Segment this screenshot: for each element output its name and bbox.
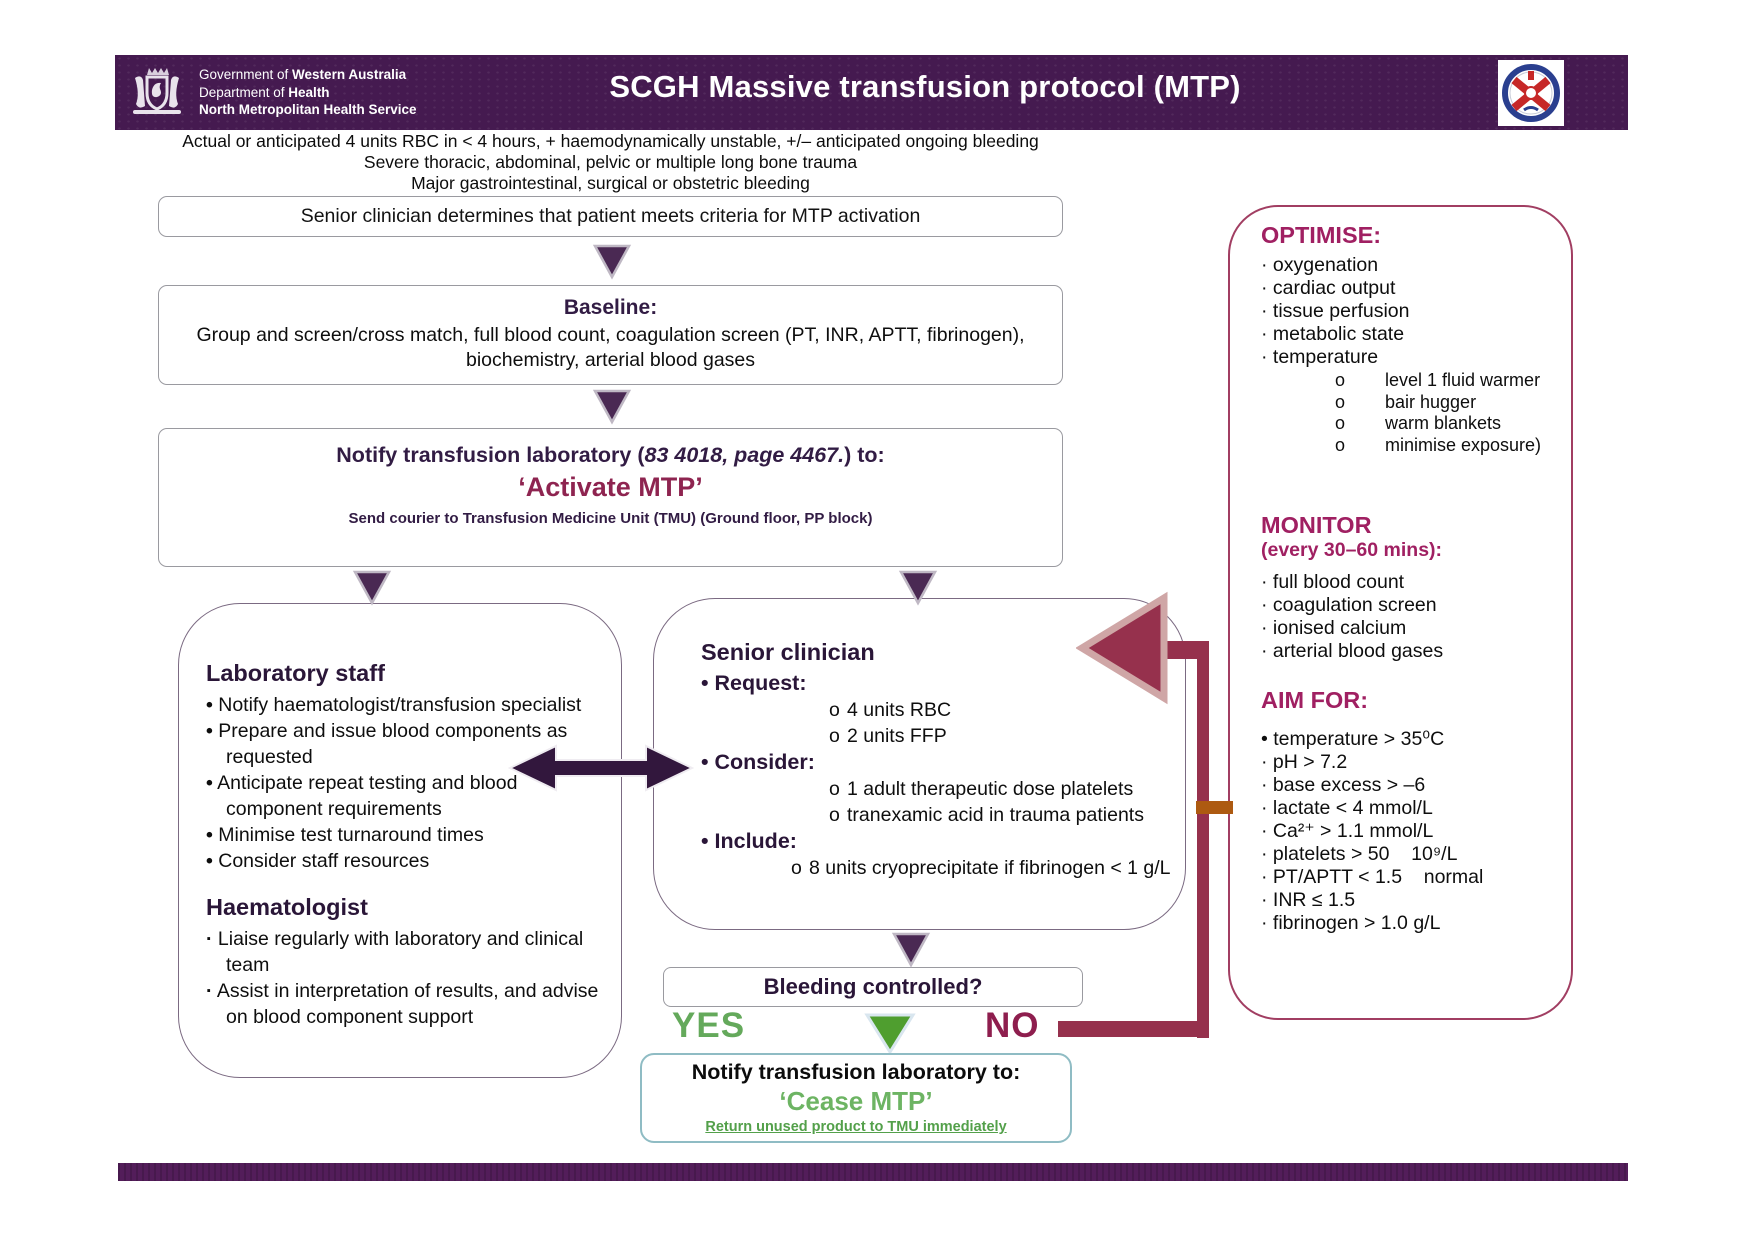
list-item: • temperature > 35⁰C [1261, 728, 1445, 750]
list-item: · oxygenation [1261, 254, 1379, 276]
list-item: · Liaise regularly with laboratory and c… [206, 928, 584, 976]
footer-bar [118, 1163, 1628, 1181]
return-product-text: Return unused product to TMU immediately [705, 1119, 1007, 1135]
feedback-line-tick [1196, 801, 1233, 814]
double-arrow-icon [508, 742, 694, 794]
step-activation-text: Senior clinician determines that patient… [300, 205, 921, 227]
targets-panel: OPTIMISE: · oxygenation · cardiac output… [1228, 205, 1573, 1020]
optimise-list: · oxygenation · cardiac output · tissue … [1261, 254, 1561, 369]
feedback-line-vertical [1197, 650, 1209, 1038]
consider-label: • Consider: [701, 750, 815, 774]
criteria-line: Severe thoracic, abdominal, pelvic or mu… [363, 152, 858, 172]
feedback-line-horizontal [1058, 1021, 1209, 1037]
bleeding-controlled-text: Bleeding controlled? [763, 974, 983, 999]
list-item: · arterial blood gases [1261, 640, 1444, 662]
list-item: • Prepare and issue blood components as … [206, 720, 568, 768]
haematologist-list: · Liaise regularly with laboratory and c… [206, 926, 601, 1030]
gov-line-3: North Metropolitan Health Service [199, 102, 417, 117]
optimise-title: OPTIMISE: [1261, 222, 1382, 248]
feedback-arrow-shaft [1160, 641, 1209, 659]
list-item: · temperature [1261, 346, 1379, 368]
monitor-title: MONITOR [1261, 512, 1372, 538]
activate-mtp-text: ‘Activate MTP’ [518, 472, 703, 502]
list-item: · metabolic state [1261, 323, 1405, 345]
list-item: · pH > 7.2 [1261, 751, 1348, 773]
no-label: NO [985, 1006, 1040, 1045]
list-item: · ionised calcium [1261, 617, 1407, 639]
request-label: • Request: [701, 671, 807, 695]
page-title: SCGH Massive transfusion protocol (MTP) [609, 69, 1241, 104]
aim-for-title: AIM FOR: [1261, 687, 1369, 713]
cease-mtp-box: Notify transfusion laboratory to: ‘Cease… [640, 1053, 1072, 1143]
step-activation-decision-box: Senior clinician determines that patient… [158, 196, 1063, 237]
flow-down-arrow-icon [592, 388, 632, 426]
wa-coat-of-arms-icon [125, 60, 189, 124]
include-label: • Include: [701, 829, 797, 853]
monitor-list: · full blood count · coagulation screen … [1261, 571, 1561, 663]
flow-down-arrow-icon [898, 569, 938, 607]
notify-lab-line: Notify transfusion laboratory (83 4018, … [336, 443, 885, 467]
gov-line-1: Government of Western Australia [199, 67, 407, 82]
haematologist-title: Haematologist [206, 894, 368, 920]
criteria-line: Actual or anticipated 4 units RBC in < 4… [182, 131, 1039, 151]
list-item: · cardiac output [1261, 277, 1396, 299]
header-bar: Government of Western Australia Departme… [115, 55, 1628, 130]
list-item: · fibrinogen > 1.0 g/L [1261, 912, 1441, 934]
flow-down-arrow-icon [592, 243, 632, 281]
feedback-arrow-icon [1076, 590, 1170, 706]
list-item: · PT/APTT < 1.5 normal [1261, 866, 1484, 888]
bleeding-controlled-box: Bleeding controlled? [663, 967, 1083, 1007]
baseline-body: Group and screen/cross match, full blood… [196, 324, 1025, 371]
list-item: · Ca²⁺ > 1.1 mmol/L [1261, 820, 1434, 842]
list-item: · full blood count [1261, 571, 1405, 593]
list-item: • Minimise test turnaround times [206, 824, 484, 846]
criteria-line: Major gastrointestinal, surgical or obst… [411, 173, 810, 193]
baseline-box: Baseline: Group and screen/cross match, … [158, 285, 1063, 385]
list-item: • Consider staff resources [206, 850, 430, 872]
flow-down-arrow-icon [352, 569, 392, 607]
list-item: · tissue perfusion [1261, 300, 1410, 322]
send-courier-text: Send courier to Transfusion Medicine Uni… [348, 510, 873, 527]
laboratory-staff-title: Laboratory staff [206, 660, 385, 686]
flow-down-arrow-icon [891, 931, 931, 969]
activation-criteria: Actual or anticipated 4 units RBC in < 4… [158, 131, 1063, 194]
government-identity: Government of Western Australia Departme… [199, 66, 417, 119]
senior-clinician-title: Senior clinician [701, 639, 875, 665]
yes-down-arrow-icon [864, 1012, 916, 1056]
list-item: · Assist in interpretation of results, a… [206, 980, 599, 1028]
list-item: • Notify haematologist/transfusion speci… [206, 694, 582, 716]
monitor-subtitle: (every 30–60 mins): [1261, 539, 1443, 561]
lab-phone-number: 83 4018, page 4467. [644, 443, 845, 467]
list-item: · INR ≤ 1.5 [1261, 889, 1356, 911]
list-item: • Anticipate repeat testing and blood co… [206, 772, 518, 820]
list-item: · platelets > 50 10⁹/L [1261, 843, 1458, 865]
list-item: · base excess > –6 [1261, 774, 1426, 796]
baseline-title: Baseline: [563, 296, 658, 319]
list-item: · coagulation screen [1261, 594, 1437, 616]
scgh-crest-icon [1498, 60, 1564, 126]
list-item: · lactate < 4 mmol/L [1261, 797, 1433, 819]
gov-line-2: Department of Health [199, 84, 330, 100]
aim-for-list: • temperature > 35⁰C · pH > 7.2 · base e… [1261, 728, 1561, 935]
laboratory-staff-list: • Notify haematologist/transfusion speci… [206, 692, 601, 874]
laboratory-staff-box: Laboratory staff • Notify haematologist/… [178, 603, 622, 1078]
activate-mtp-box: Notify transfusion laboratory (83 4018, … [158, 428, 1063, 567]
yes-label: YES [672, 1006, 746, 1045]
cease-mtp-text: ‘Cease MTP’ [779, 1086, 933, 1116]
cease-notify-text: Notify transfusion laboratory to: [691, 1060, 1021, 1084]
